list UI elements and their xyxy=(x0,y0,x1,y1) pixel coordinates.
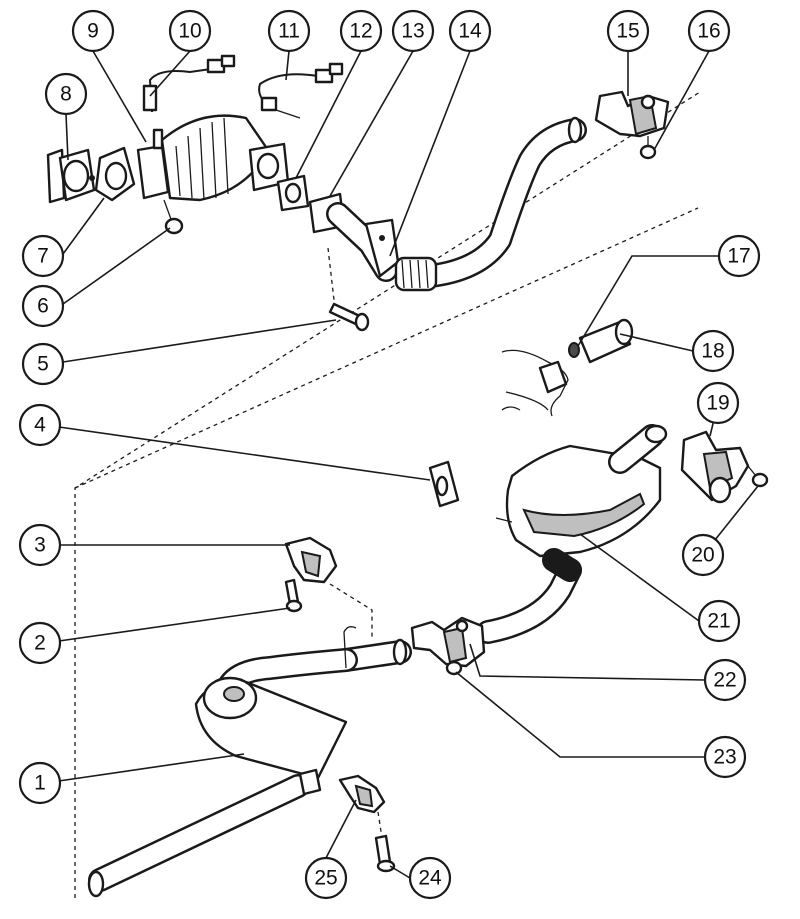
callout-2: 2 xyxy=(18,621,62,665)
callout-4-label: 4 xyxy=(34,414,46,437)
callout-19-label: 19 xyxy=(706,392,729,415)
part-13-front-pipe xyxy=(308,192,400,282)
callout-13-label: 13 xyxy=(401,20,424,43)
part-7-gasket xyxy=(94,146,136,202)
assembly-boundary xyxy=(74,91,701,898)
part-6-nut xyxy=(163,199,184,235)
callout-25-label: 25 xyxy=(314,867,337,890)
callout-19: 19 xyxy=(696,381,740,425)
callout-17: 17 xyxy=(717,234,761,278)
callout-21: 21 xyxy=(697,599,741,643)
callout-3-label: 3 xyxy=(34,534,46,557)
callout-4: 4 xyxy=(18,403,62,447)
callout-16: 16 xyxy=(687,9,731,53)
callout-15-label: 15 xyxy=(616,20,639,43)
part-21-rear-muffler xyxy=(495,424,668,558)
part-8-mounting-flange xyxy=(46,148,96,204)
leader-lines xyxy=(44,50,759,879)
callout-10: 10 xyxy=(168,9,212,53)
part-1-middle-muffler-pipe xyxy=(87,626,412,898)
part-10-oxygen-sensor xyxy=(142,54,236,113)
callout-9-label: 9 xyxy=(87,20,99,43)
part-15-clamp xyxy=(594,90,670,138)
part-16-nut xyxy=(639,136,657,160)
part-12-gasket xyxy=(276,174,310,212)
callout-6: 6 xyxy=(21,284,65,328)
part-4-rubber-mount xyxy=(428,460,460,508)
callout-21-label: 21 xyxy=(707,610,730,633)
part-3-clamp xyxy=(284,536,338,584)
part-14-flex-joint xyxy=(394,116,587,292)
callout-20-label: 20 xyxy=(691,544,714,567)
callout-12-label: 12 xyxy=(349,20,372,43)
callout-3: 3 xyxy=(18,523,62,567)
callout-23: 23 xyxy=(703,735,747,779)
callout-15: 15 xyxy=(606,9,650,53)
callout-10-label: 10 xyxy=(178,20,201,43)
part-11-oxygen-sensor xyxy=(258,62,344,119)
callout-22-label: 22 xyxy=(713,669,736,692)
part-17-18-tailpipe-inset xyxy=(501,318,634,417)
callout-1-label: 1 xyxy=(34,772,46,795)
callout-2-label: 2 xyxy=(34,632,46,655)
callout-11: 11 xyxy=(267,9,311,53)
callout-9: 9 xyxy=(71,9,115,53)
callout-18: 18 xyxy=(691,329,735,373)
part-2-bolt xyxy=(284,578,373,640)
callout-6-label: 6 xyxy=(37,295,49,318)
callout-8: 8 xyxy=(44,72,88,116)
callout-5: 5 xyxy=(21,342,65,386)
callout-17-label: 17 xyxy=(727,245,750,268)
part-24-bolt xyxy=(374,811,396,873)
callout-24-label: 24 xyxy=(418,867,442,890)
callout-14: 14 xyxy=(448,9,492,53)
callout-1: 1 xyxy=(18,761,62,805)
callout-24: 24 xyxy=(408,856,452,900)
callout-22: 22 xyxy=(703,658,747,702)
part-20-nut xyxy=(747,465,769,488)
callout-8-label: 8 xyxy=(60,83,72,106)
callout-23-label: 23 xyxy=(713,746,736,769)
part-25-clamp xyxy=(338,774,386,814)
callout-12: 12 xyxy=(339,9,383,53)
part-9-catalytic-converter xyxy=(136,114,290,202)
part-23-nut xyxy=(445,660,463,676)
callout-14-label: 14 xyxy=(458,20,482,43)
callout-25: 25 xyxy=(304,856,348,900)
part-19-clamp xyxy=(680,430,750,504)
callout-16-label: 16 xyxy=(697,20,720,43)
callout-5-label: 5 xyxy=(37,353,49,376)
callout-7: 7 xyxy=(21,234,65,278)
callout-20: 20 xyxy=(681,533,725,577)
callout-18-label: 18 xyxy=(701,340,724,363)
part-22-clamp xyxy=(410,548,582,668)
callout-11-label: 11 xyxy=(278,20,300,43)
callout-7-label: 7 xyxy=(37,245,49,268)
callout-13: 13 xyxy=(391,9,435,53)
part-5-bolt xyxy=(327,247,370,332)
